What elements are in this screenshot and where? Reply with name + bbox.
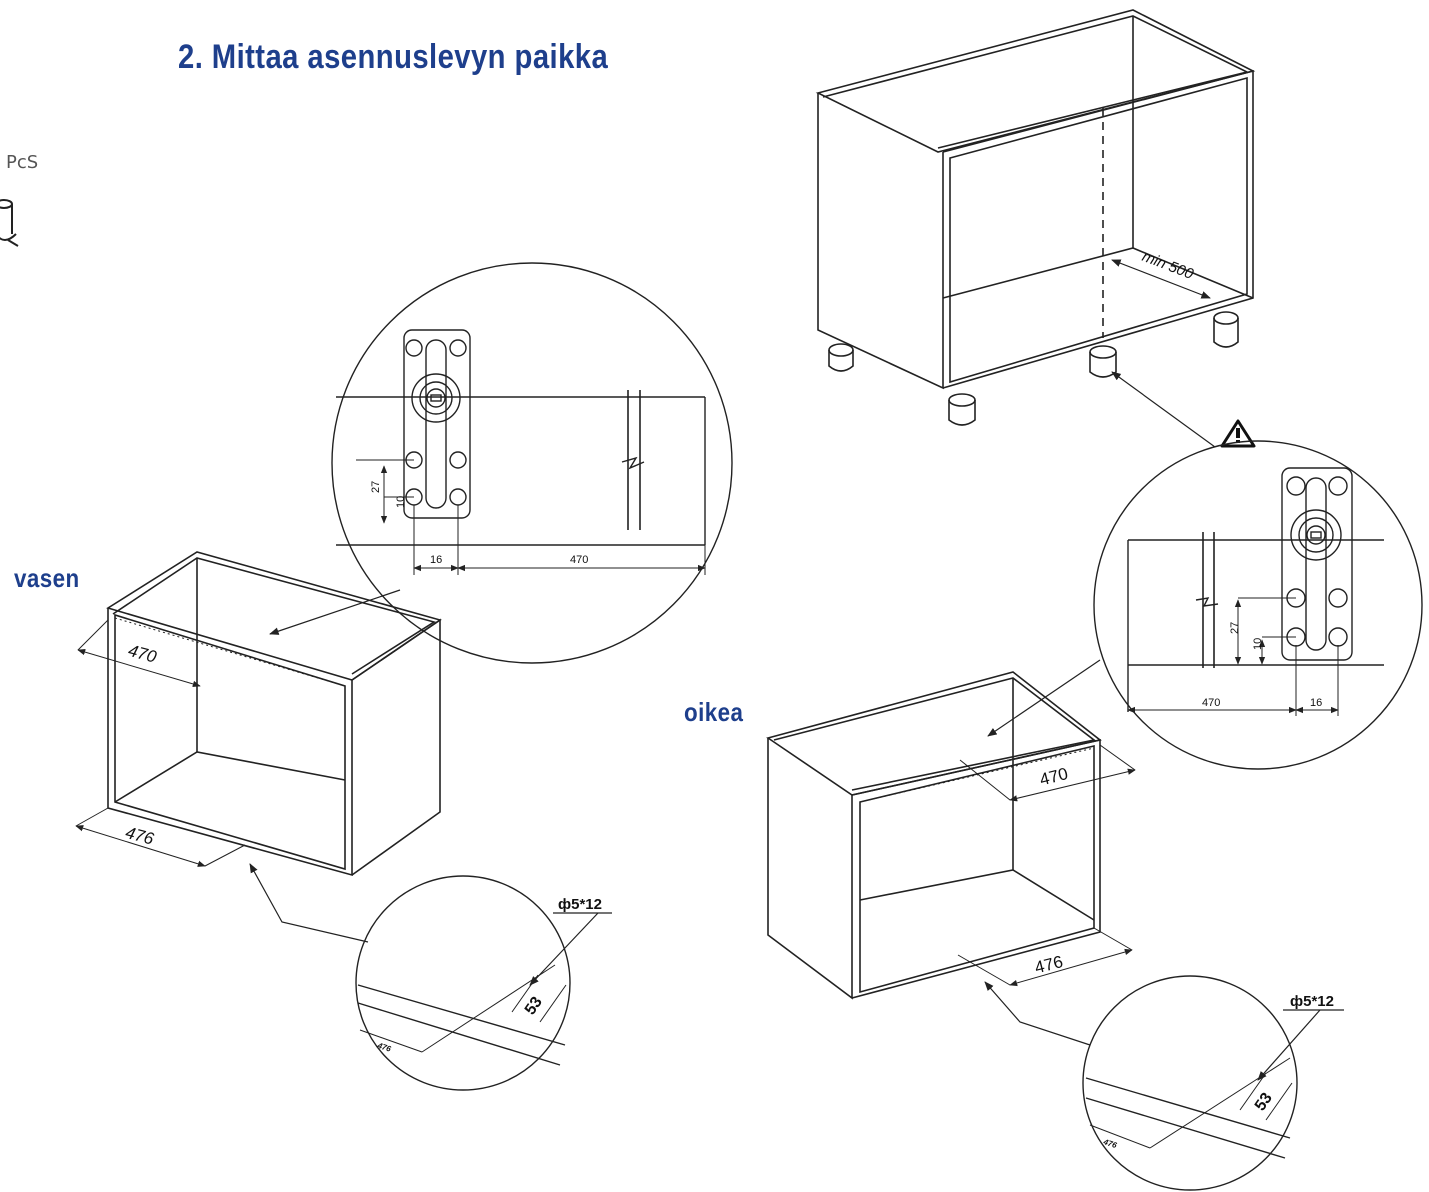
plate-offset-label: 470 (570, 554, 588, 566)
right-depth-bottom-label: 476 (1033, 952, 1065, 977)
min-depth-label: min 500 (1140, 248, 1197, 283)
right-hole-height-lower-label: 10 (1252, 638, 1264, 650)
right-hole-spec-label: ф5*12 (1290, 993, 1334, 1010)
right-side-label: oikea (684, 697, 744, 727)
plate-detail-left (331, 262, 733, 664)
cabinet-legs (828, 311, 1239, 426)
hole-detail-left (355, 875, 612, 1091)
left-depth-top-label: 470 (126, 641, 159, 667)
left-detail-depth-label: 476 (376, 1041, 393, 1054)
right-detail-depth-label: 476 (1101, 1137, 1118, 1150)
right-hole-height-upper-label: 27 (1229, 622, 1241, 634)
plate-detail-right (987, 440, 1423, 770)
hole-height-upper-label: 27 (370, 481, 382, 493)
left-side-label: vasen (14, 563, 80, 593)
left-depth-bottom-label: 476 (124, 823, 157, 849)
right-plate-offset-label: 470 (1202, 697, 1220, 709)
hole-spacing-label: 16 (430, 554, 442, 566)
left-hole-distance-label: 53 (522, 994, 546, 1018)
leg-icon (0, 199, 19, 247)
cabinet-right (766, 671, 1136, 1046)
left-hole-spec-label: ф5*12 (558, 896, 602, 913)
cabinet-with-legs (815, 9, 1256, 448)
warning-icon (1220, 419, 1256, 448)
right-hole-spacing-label: 16 (1310, 697, 1322, 709)
pcs-label: PcS (6, 152, 39, 173)
right-depth-top-label: 470 (1038, 764, 1070, 789)
hole-detail-right (1082, 975, 1344, 1191)
page-title: 2. Mittaa asennuslevyn paikka (178, 38, 609, 76)
hole-height-lower-label: 10 (395, 496, 407, 508)
cabinet-left (75, 551, 442, 943)
